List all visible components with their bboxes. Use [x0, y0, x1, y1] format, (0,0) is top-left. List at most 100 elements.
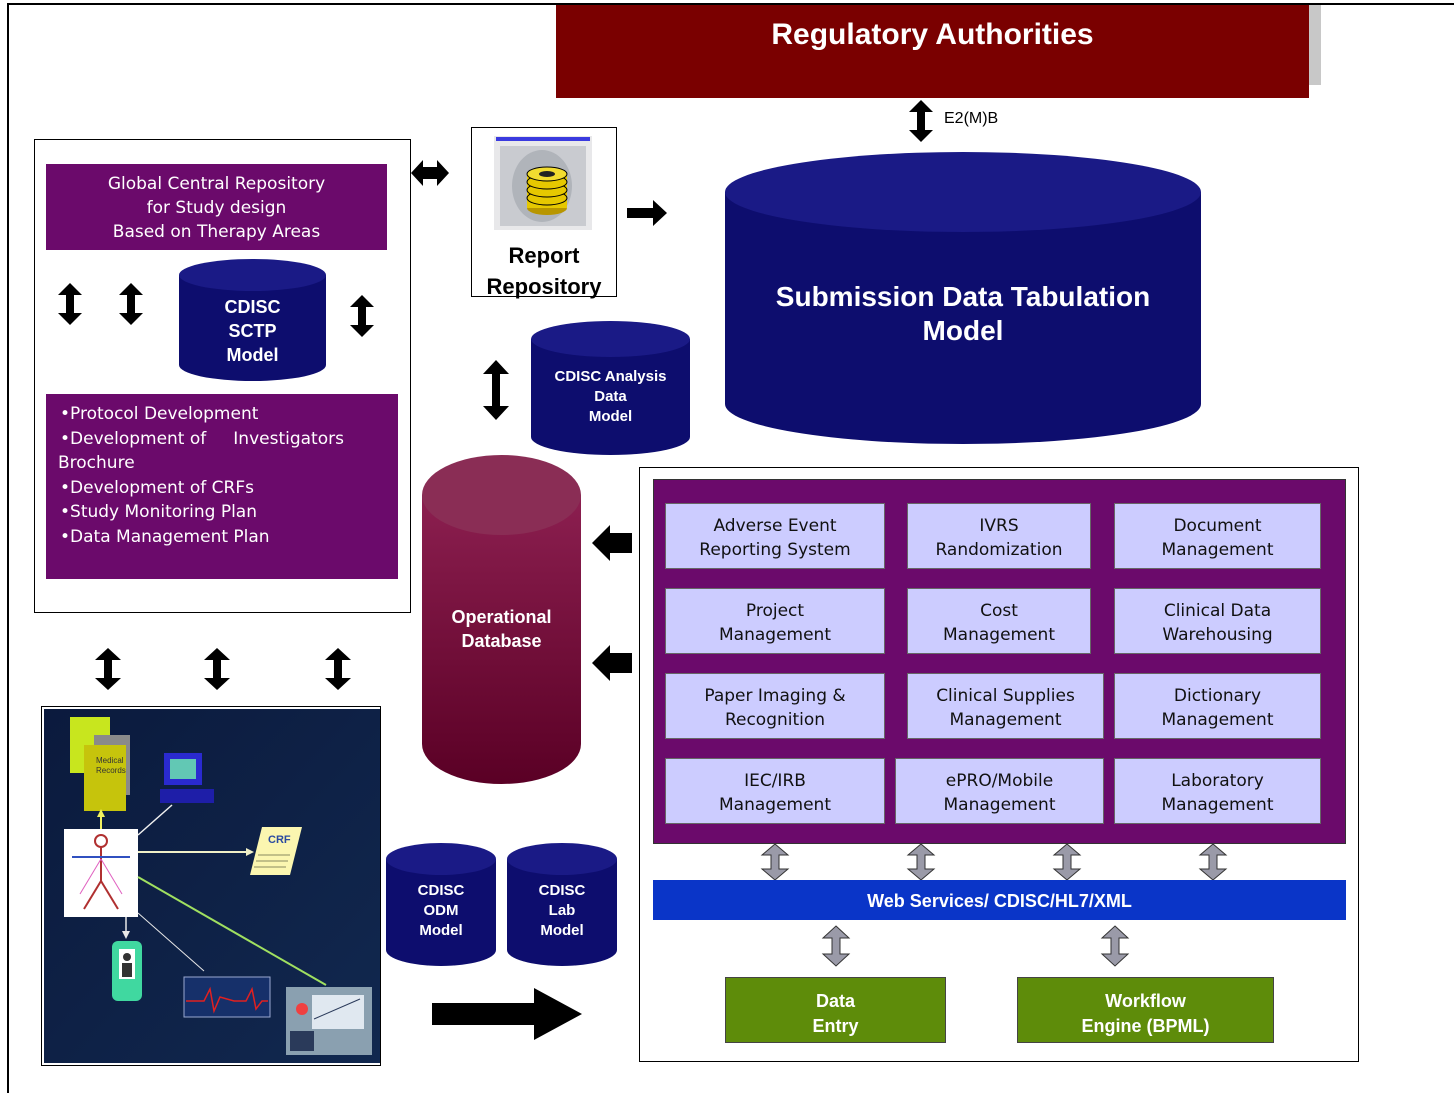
study-activities-list: •Protocol Development •Development of In…	[46, 394, 398, 579]
report-repository-box: Report Repository	[471, 127, 617, 299]
module-laboratory-management: Laboratory Management	[1114, 758, 1321, 824]
operational-database-cylinder: Operational Database	[422, 455, 581, 784]
module-adverse-event: Adverse Event Reporting System	[665, 503, 885, 569]
module-clinical-supplies: Clinical Supplies Management	[907, 673, 1104, 739]
global-central-repository-box: Global Central Repository for Study desi…	[46, 164, 387, 250]
module-line: Management	[1161, 795, 1274, 815]
activity-item: •Development of Investigators	[60, 428, 344, 449]
activity-item: •Data Management Plan	[60, 526, 270, 547]
module-cost-management: Cost Management	[907, 588, 1091, 654]
module-line: Recognition	[724, 710, 826, 730]
lab-line-1: CDISC	[538, 882, 586, 899]
outer-frame	[7, 3, 1454, 1093]
double-arrow-icon	[119, 283, 143, 325]
crf-label: CRF	[268, 834, 291, 846]
module-line: Cost	[980, 601, 1018, 621]
ecg-icon	[183, 976, 271, 1018]
module-paper-imaging: Paper Imaging & Recognition	[665, 673, 885, 739]
double-arrow-icon	[906, 843, 936, 881]
double-arrow-icon	[760, 843, 790, 881]
module-line: IVRS	[979, 516, 1019, 536]
module-line: Document	[1173, 516, 1262, 536]
module-line: Warehousing	[1162, 625, 1273, 645]
operational-db-line-2: Database	[461, 631, 542, 651]
operational-db-line-1: Operational	[451, 607, 552, 627]
lab-line-3: Model	[540, 922, 584, 939]
module-epro-mobile: ePRO/Mobile Management	[895, 758, 1104, 824]
odm-line-3: Model	[419, 922, 463, 939]
double-arrow-icon	[204, 648, 230, 690]
analysis-line-1: CDISC Analysis	[554, 368, 667, 385]
database-disk-icon	[494, 136, 592, 230]
module-iec-irb: IEC/IRB Management	[665, 758, 885, 824]
gcr-line-2: for Study design	[146, 198, 287, 218]
double-arrow-icon	[95, 648, 121, 690]
left-arrow-icon	[592, 525, 632, 561]
workflow-engine-box: Workflow Engine (BPML)	[1017, 977, 1274, 1043]
module-line: Management	[719, 795, 831, 815]
module-line: Reporting System	[699, 540, 851, 560]
lab-line-2: Lab	[548, 902, 576, 919]
module-line: Adverse Event	[713, 516, 837, 536]
double-arrow-icon	[1198, 843, 1228, 881]
double-arrow-icon	[1100, 925, 1130, 967]
lab-instrument-icon	[286, 987, 372, 1055]
odm-line-2: ODM	[423, 902, 459, 919]
right-arrow-icon	[627, 200, 667, 226]
module-document-management: Document Management	[1114, 503, 1321, 569]
module-line: Management	[943, 795, 1056, 815]
module-line: Laboratory	[1171, 771, 1264, 791]
sdtm-line-2: Model	[922, 315, 1004, 346]
module-ivrs: IVRS Randomization	[907, 503, 1091, 569]
module-line: Clinical Supplies	[936, 686, 1075, 706]
data-sources-panel: Medical Records CRF	[41, 706, 381, 1066]
double-arrow-icon	[325, 648, 351, 690]
module-project-management: Project Management	[665, 588, 885, 654]
activity-item: Brochure	[58, 453, 135, 473]
gcr-line-1: Global Central Repository	[107, 174, 326, 194]
double-arrow-icon	[58, 283, 82, 325]
analysis-line-3: Model	[588, 408, 633, 425]
e2mb-double-arrow-icon	[909, 100, 933, 142]
left-arrow-icon	[592, 645, 632, 681]
data-entry-line-2: Entry	[812, 1016, 859, 1036]
gcr-line-3: Based on Therapy Areas	[112, 222, 321, 242]
module-line: Randomization	[935, 540, 1063, 560]
analysis-line-2: Data	[594, 388, 627, 405]
module-line: Management	[719, 625, 831, 645]
workflow-line-1: Workflow	[1105, 991, 1186, 1011]
double-arrow-icon	[821, 925, 851, 967]
data-entry-box: Data Entry	[725, 977, 946, 1043]
report-repository-line-1: Report	[508, 243, 580, 268]
data-entry-line-1: Data	[815, 991, 855, 1011]
workflow-line-2: Engine (BPML)	[1081, 1016, 1210, 1036]
cdisc-sctp-model-cylinder: CDISC SCTP Model	[179, 259, 326, 383]
module-line: Management	[1161, 710, 1274, 730]
module-dictionary-management: Dictionary Management	[1114, 673, 1321, 739]
module-line: Paper Imaging &	[704, 686, 846, 706]
computer-icon	[160, 753, 214, 803]
double-arrow-icon	[350, 295, 374, 337]
patient-icon	[112, 941, 142, 1001]
module-line: Management	[1161, 540, 1274, 560]
e2mb-label: E2(M)B	[944, 110, 999, 127]
sctp-line-3: Model	[226, 345, 279, 365]
sctp-line-1: CDISC	[224, 297, 281, 317]
module-clinical-data-warehousing: Clinical Data Warehousing	[1114, 588, 1321, 654]
report-repository-line-2: Repository	[486, 274, 602, 299]
sctp-line-2: SCTP	[228, 321, 277, 341]
cdisc-odm-model-cylinder: CDISC ODM Model	[386, 843, 496, 966]
sdtm-cylinder: Submission Data Tabulation Model	[725, 152, 1201, 444]
crf-document-icon: CRF	[250, 827, 302, 875]
right-arrow-icon	[432, 988, 582, 1040]
module-line: Clinical Data	[1163, 601, 1272, 621]
cdisc-analysis-model-cylinder: CDISC Analysis Data Model	[531, 321, 690, 455]
module-line: ePRO/Mobile	[945, 771, 1054, 791]
module-line: Management	[949, 710, 1062, 730]
cdisc-lab-model-cylinder: CDISC Lab Model	[507, 843, 617, 966]
module-line: Management	[943, 625, 1055, 645]
activity-item: •Protocol Development	[60, 404, 259, 424]
regulatory-authorities-banner: Regulatory Authorities	[556, 5, 1309, 98]
svg-text:Records: Records	[96, 766, 126, 775]
double-arrow-icon	[1052, 843, 1082, 881]
